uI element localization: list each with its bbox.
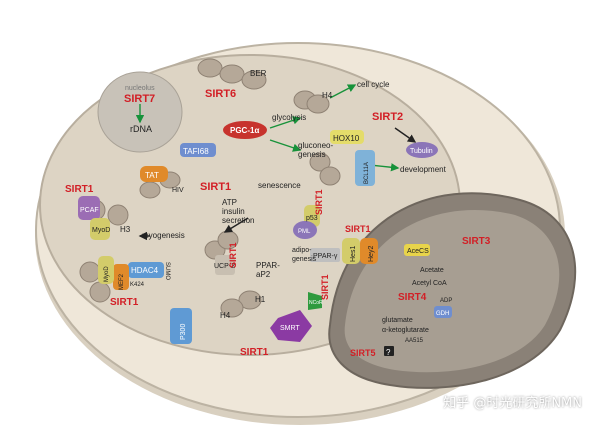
myod2-node	[98, 256, 114, 284]
sirt1-muscle-label: SIRT1	[65, 184, 94, 195]
acetate-label: Acetate	[420, 267, 444, 274]
akg-label: α-ketoglutarate	[382, 327, 429, 334]
adp-label: ADP	[440, 298, 452, 304]
hey2-node	[360, 238, 378, 264]
h4-metabolic-label: H4	[220, 311, 231, 320]
smrt-label: SMRT	[280, 325, 300, 332]
sirt2-label: SIRT2	[372, 111, 403, 123]
ucp-label: UCP-2	[214, 263, 235, 270]
pgc-label: PGC-1α	[230, 126, 259, 135]
tubulin-label: Tubulin	[410, 148, 433, 155]
ncor-node	[308, 292, 322, 310]
sirt4-label: SIRT4	[398, 292, 427, 303]
smrt-node	[270, 310, 312, 342]
hdac-node	[128, 262, 164, 278]
hdac-label: HDAC4	[131, 266, 159, 275]
taf-label: TAFI68	[183, 147, 209, 156]
sirt1-center-label: SIRT1	[200, 181, 231, 193]
acetyl-label: Acetyl CoA	[412, 280, 447, 287]
pml-label: PML	[298, 229, 311, 235]
q-node	[384, 346, 394, 356]
gluconeo-line: gluconeo-genesis	[298, 141, 333, 159]
hiv-label: HIV	[172, 187, 184, 194]
hox-node	[330, 130, 364, 144]
mef2-label: MEF2	[119, 273, 125, 290]
ucp-node	[215, 255, 235, 275]
h3-label: H3	[120, 225, 131, 234]
glycolysis-label: glycolysis	[272, 113, 306, 122]
tat-node	[140, 166, 168, 182]
h1-label: H1	[255, 295, 266, 304]
adipo-text: adipo-genesis	[292, 247, 317, 263]
sirt6-label: SIRT6	[205, 88, 236, 100]
acecs-node	[404, 244, 430, 256]
myod-node	[90, 218, 110, 240]
k424-label: K424	[130, 282, 145, 288]
q-label: ?	[386, 348, 391, 357]
taf-node	[180, 143, 216, 157]
glutamate-label: glutamate	[382, 317, 413, 324]
gdh-label: GDH	[436, 311, 449, 317]
mef2-node	[113, 264, 129, 290]
sirt1-hes-label: SIRT1	[345, 224, 371, 234]
cell-cycle-label: cell cycle	[357, 80, 390, 89]
hes1-label: Hes1	[350, 246, 357, 262]
hey2-label: Hey2	[368, 246, 375, 262]
sirt1-muscle2-label: SIRT1	[110, 297, 139, 308]
adipo-label: adipo-genesis	[292, 247, 317, 263]
pgc-node	[223, 121, 267, 139]
ncor-label: NCoR	[309, 300, 323, 306]
acecs-label: AceCS	[407, 248, 429, 255]
gdh-node	[434, 306, 452, 318]
nodes	[78, 121, 452, 356]
senescence-label: senescence	[258, 181, 301, 190]
ppar-label: PPAR-aP2	[256, 261, 280, 279]
myod-label: MyoD	[92, 227, 110, 234]
tat-label: TAT	[145, 171, 159, 180]
sumo-label: SUMO	[164, 262, 170, 280]
myod2-label: MyoD	[104, 266, 110, 282]
gluconeo-label: gluconeo-genesis	[298, 141, 333, 159]
aa-label: AA515	[405, 338, 424, 344]
sirt5-label: SIRT5	[350, 348, 376, 358]
ppar-g-node	[310, 248, 340, 262]
sirt7-label: SIRT7	[124, 93, 155, 105]
hox-label: HOX10	[333, 134, 360, 143]
ber-label: BER	[250, 69, 267, 78]
pml-node	[293, 221, 317, 239]
nucleolus-title: nucleolus	[125, 85, 155, 92]
bcl-label: BCL11A	[364, 162, 370, 184]
h4-top-label: H4	[322, 91, 333, 100]
sirt1-metabolic-label: SIRT1	[228, 242, 238, 268]
p53-label: p53	[306, 215, 318, 222]
pcaf-label: PCAF	[80, 207, 99, 214]
sirt1-senescence-label: SIRT1	[314, 189, 324, 215]
ppar-g-label: PPAR-γ	[313, 253, 338, 260]
p300-label: P300	[180, 324, 187, 340]
pcaf-node	[78, 196, 100, 220]
sirt1-ppar-label: SIRT1	[320, 274, 330, 300]
hes1-node	[342, 238, 360, 264]
p300-node	[170, 308, 192, 344]
myogenesis-label: myogenesis	[142, 231, 185, 240]
tubulin-node	[406, 142, 438, 158]
rdna-label: rDNA	[130, 124, 152, 134]
sirt1-bottom-label: SIRT1	[240, 347, 269, 358]
bcl-node	[355, 150, 375, 186]
sirt3-label: SIRT3	[462, 236, 491, 247]
ppar-text: PPAR-aP2	[256, 261, 280, 279]
watermark: 知乎 @时光研究所NMN	[443, 396, 582, 411]
mitochondrion-matrix	[344, 209, 560, 373]
development-label: development	[400, 165, 447, 174]
